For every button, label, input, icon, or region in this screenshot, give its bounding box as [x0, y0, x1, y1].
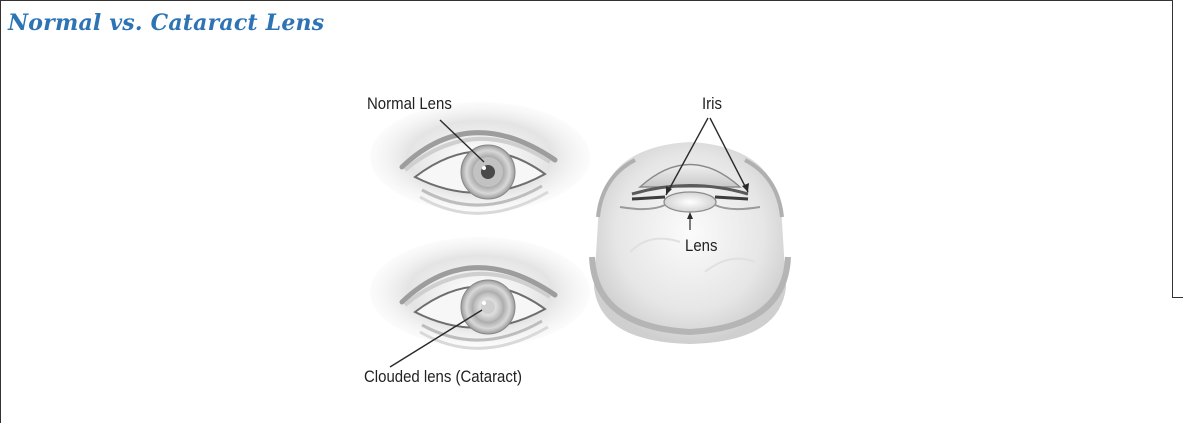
iris-label: Iris — [702, 94, 722, 114]
page-title: Normal vs. Cataract Lens — [8, 10, 324, 36]
cataract-eye-illustration — [370, 237, 590, 367]
frame-top-border — [0, 0, 1173, 1]
eye-cross-section-illustration — [592, 118, 788, 344]
normal-lens-label: Normal Lens — [367, 94, 452, 114]
normal-eye-illustration — [370, 102, 590, 213]
clouded-lens-label: Clouded lens (Cataract) — [364, 367, 522, 387]
frame-right-border — [1172, 0, 1173, 297]
frame-bottom-border — [1172, 297, 1183, 298]
lens-label: Lens — [685, 236, 717, 256]
eye-diagram — [350, 82, 870, 412]
frame-left-border — [0, 0, 1, 423]
